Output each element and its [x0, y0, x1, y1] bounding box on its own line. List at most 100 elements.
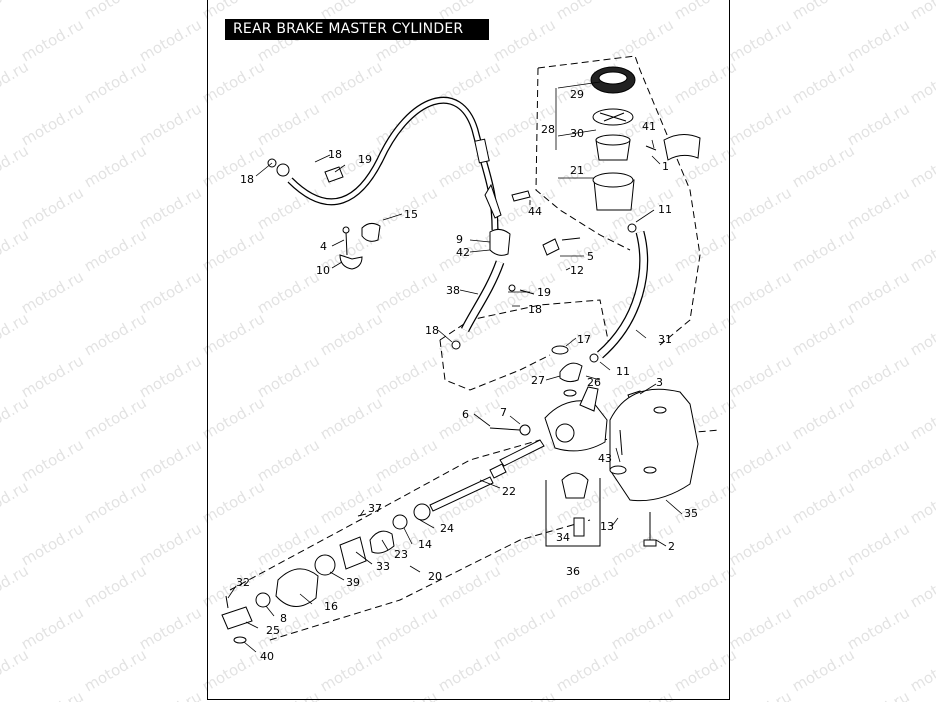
- watermark-text: motod.ru: [317, 57, 386, 107]
- watermark-text: motod.ru: [789, 393, 858, 443]
- callout-21: 21: [570, 164, 584, 177]
- watermark-text: motod.ru: [254, 351, 323, 401]
- callout-32: 32: [236, 576, 250, 589]
- callout-7: 7: [500, 406, 507, 419]
- watermark-text: motod.ru: [199, 309, 268, 359]
- watermark-text: motod.ru: [435, 141, 504, 191]
- watermark-text: motod.ru: [671, 645, 740, 695]
- watermark-text: motod.ru: [726, 603, 795, 653]
- callout-37: 37: [368, 502, 382, 515]
- callout-35: 35: [684, 507, 698, 520]
- watermark-text: motod.ru: [844, 435, 913, 485]
- watermark-text: motod.ru: [726, 99, 795, 149]
- watermark-text: motod.ru: [726, 267, 795, 317]
- watermark-text: motod.ru: [844, 687, 913, 702]
- watermark-text: motod.ru: [81, 393, 150, 443]
- watermark-text: motod.ru: [844, 15, 913, 65]
- watermark-text: motod.ru: [372, 603, 441, 653]
- callout-23: 23: [394, 548, 408, 561]
- watermark-text: motod.ru: [18, 15, 87, 65]
- watermark-text: motod.ru: [199, 393, 268, 443]
- watermark-text: motod.ru: [844, 183, 913, 233]
- watermark-text: motod.ru: [254, 15, 323, 65]
- callout-3: 3: [656, 376, 663, 389]
- watermark-text: motod.ru: [18, 603, 87, 653]
- watermark-text: motod.ru: [789, 561, 858, 611]
- watermark-text: motod.ru: [372, 687, 441, 702]
- watermark-text: motod.ru: [490, 15, 559, 65]
- callout-20: 20: [428, 570, 442, 583]
- watermark-text: motod.ru: [136, 267, 205, 317]
- callout-14: 14: [418, 538, 432, 551]
- piston-group-outline-bottom: [269, 519, 591, 641]
- watermark-text: motod.ru: [726, 351, 795, 401]
- watermark-text: motod.ru: [317, 393, 386, 443]
- reservoir-group-outline-left: [535, 67, 631, 251]
- hose-group-outline-lower: [439, 339, 551, 391]
- watermark-text: motod.ru: [907, 0, 936, 23]
- callout-16: 16: [324, 600, 338, 613]
- callout-11: 11: [616, 365, 630, 378]
- brake-line: [267, 96, 499, 231]
- watermark-text: motod.ru: [81, 561, 150, 611]
- watermark-text: motod.ru: [18, 183, 87, 233]
- watermark-text: motod.ru: [0, 393, 32, 443]
- watermark-text: motod.ru: [199, 57, 268, 107]
- watermark-text: motod.ru: [372, 267, 441, 317]
- watermark-text: motod.ru: [254, 183, 323, 233]
- watermark-text: motod.ru: [317, 0, 386, 23]
- watermark-text: motod.ru: [844, 351, 913, 401]
- watermark-text: motod.ru: [435, 0, 504, 23]
- watermark-text: motod.ru: [553, 561, 622, 611]
- callout-18: 18: [240, 173, 254, 186]
- watermark-text: motod.ru: [490, 603, 559, 653]
- callout-18: 18: [528, 303, 542, 316]
- watermark-text: motod.ru: [490, 351, 559, 401]
- watermark-text: motod.ru: [490, 687, 559, 702]
- watermark-text: motod.ru: [789, 141, 858, 191]
- watermark-text: motod.ru: [136, 519, 205, 569]
- watermark-text: motod.ru: [254, 687, 323, 702]
- callout-41: 41: [642, 120, 656, 133]
- watermark-text: motod.ru: [81, 309, 150, 359]
- reservoir-assembly: [590, 66, 701, 211]
- callout-31: 31: [658, 333, 672, 346]
- watermark-text: motod.ru: [18, 99, 87, 149]
- hose-group-outline: [439, 299, 611, 351]
- watermark-text: motod.ru: [490, 183, 559, 233]
- clevis-group: [545, 472, 601, 547]
- hose-38: [451, 260, 505, 350]
- watermark-text: motod.ru: [81, 141, 150, 191]
- watermark-text: motod.ru: [671, 225, 740, 275]
- watermark-text: motod.ru: [671, 309, 740, 359]
- leader-lines: [227, 81, 683, 653]
- watermark-text: motod.ru: [199, 141, 268, 191]
- watermark-text: motod.ru: [726, 519, 795, 569]
- watermark-text: motod.ru: [608, 603, 677, 653]
- watermark-text: motod.ru: [844, 99, 913, 149]
- watermark-text: motod.ru: [0, 477, 32, 527]
- callout-19: 19: [537, 286, 551, 299]
- callout-9: 9: [456, 233, 463, 246]
- callout-42: 42: [456, 246, 470, 259]
- watermark-text: motod.ru: [907, 645, 936, 695]
- watermark-text: motod.ru: [199, 645, 268, 695]
- callout-40: 40: [260, 650, 274, 663]
- watermark-text: motod.ru: [907, 393, 936, 443]
- watermark-text: motod.ru: [81, 477, 150, 527]
- watermark-text: motod.ru: [0, 645, 32, 695]
- watermark-text: motod.ru: [254, 603, 323, 653]
- callout-29: 29: [570, 88, 584, 101]
- callout-22: 22: [502, 485, 516, 498]
- watermark-text: motod.ru: [435, 393, 504, 443]
- watermark-text: motod.ru: [18, 351, 87, 401]
- watermark-text: motod.ru: [81, 57, 150, 107]
- watermark-text: motod.ru: [254, 267, 323, 317]
- watermark-text: motod.ru: [608, 687, 677, 702]
- watermark-text: motod.ru: [372, 435, 441, 485]
- watermark-text: motod.ru: [907, 141, 936, 191]
- watermark-text: motod.ru: [81, 0, 150, 23]
- watermark-text: motod.ru: [789, 225, 858, 275]
